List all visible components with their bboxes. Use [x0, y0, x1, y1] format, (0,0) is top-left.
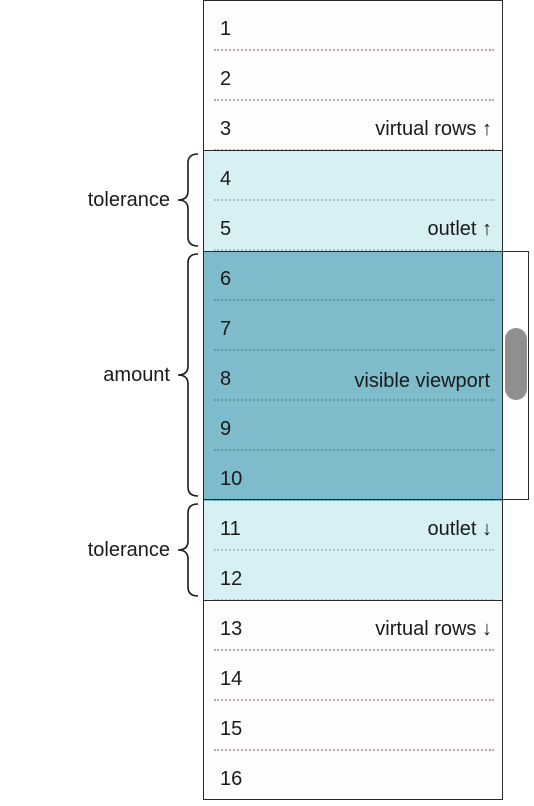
row-number: 13: [220, 618, 243, 640]
row-number: 12: [220, 568, 243, 590]
viewport-frame: [203, 251, 529, 500]
row-divider: [214, 499, 494, 501]
row-annotation: virtual rows ↓: [375, 618, 492, 640]
row-divider: [214, 49, 494, 51]
row-annotation: outlet ↑: [427, 218, 492, 240]
row-divider: [214, 649, 494, 651]
brace-tolerance-0: [177, 153, 199, 247]
list-row-11: 11 outlet ↓: [204, 501, 502, 551]
list-row-10: 10: [204, 451, 502, 501]
row-number: 1: [220, 18, 232, 40]
row-divider: [214, 299, 494, 301]
brace-label-amount: amount: [103, 364, 170, 386]
row-divider: [214, 749, 494, 751]
row-number: 10: [220, 468, 243, 490]
row-number: 8: [220, 368, 232, 390]
row-divider: [214, 99, 494, 101]
row-number: 15: [220, 718, 243, 740]
row-divider: [214, 199, 494, 201]
brace-label-tolerance: tolerance: [87, 189, 170, 211]
row-number: 3: [220, 118, 232, 140]
row-number: 7: [220, 318, 232, 340]
brace-amount-1: [177, 253, 199, 497]
brace-tolerance-2: [177, 503, 199, 597]
brace-label-tolerance: tolerance: [87, 539, 170, 561]
row-divider: [214, 449, 494, 451]
row-number: 14: [220, 668, 243, 690]
row-number: 9: [220, 418, 232, 440]
list-row-5: 5 outlet ↑: [204, 201, 502, 251]
outlet-bottom-edge: [203, 600, 503, 601]
row-number: 16: [220, 768, 243, 790]
row-divider: [214, 549, 494, 551]
list-row-8: 8 visible viewport: [204, 351, 502, 401]
row-annotation: virtual rows ↑: [375, 118, 492, 140]
scrollbar-thumb[interactable]: [505, 328, 527, 400]
list-row-13: 13 virtual rows ↓: [204, 601, 502, 651]
list-row-7: 7: [204, 301, 502, 351]
row-annotation: visible viewport: [354, 370, 490, 392]
list-row-1: 1: [204, 1, 502, 51]
row-number: 4: [220, 168, 232, 190]
list-row-2: 2: [204, 51, 502, 101]
row-number: 11: [220, 518, 241, 540]
list-row-6: 6: [204, 251, 502, 301]
row-divider: [214, 399, 494, 401]
brace-path: [177, 153, 199, 247]
list-row-14: 14: [204, 651, 502, 701]
brace-path: [177, 503, 199, 597]
brace-path: [177, 253, 199, 497]
row-number: 6: [220, 268, 232, 290]
list-row-12: 12: [204, 551, 502, 601]
outlet-top-edge: [203, 150, 503, 151]
row-divider: [214, 249, 494, 251]
row-number: 2: [220, 68, 232, 90]
row-annotation: outlet ↓: [427, 518, 492, 540]
row-divider: [214, 699, 494, 701]
list-row-3: 3 virtual rows ↑: [204, 101, 502, 151]
list-row-4: 4: [204, 151, 502, 201]
list-row-9: 9: [204, 401, 502, 451]
row-divider: [214, 349, 494, 351]
row-number: 5: [220, 218, 232, 240]
list-row-15: 15: [204, 701, 502, 751]
list-row-16: 16: [204, 751, 502, 799]
